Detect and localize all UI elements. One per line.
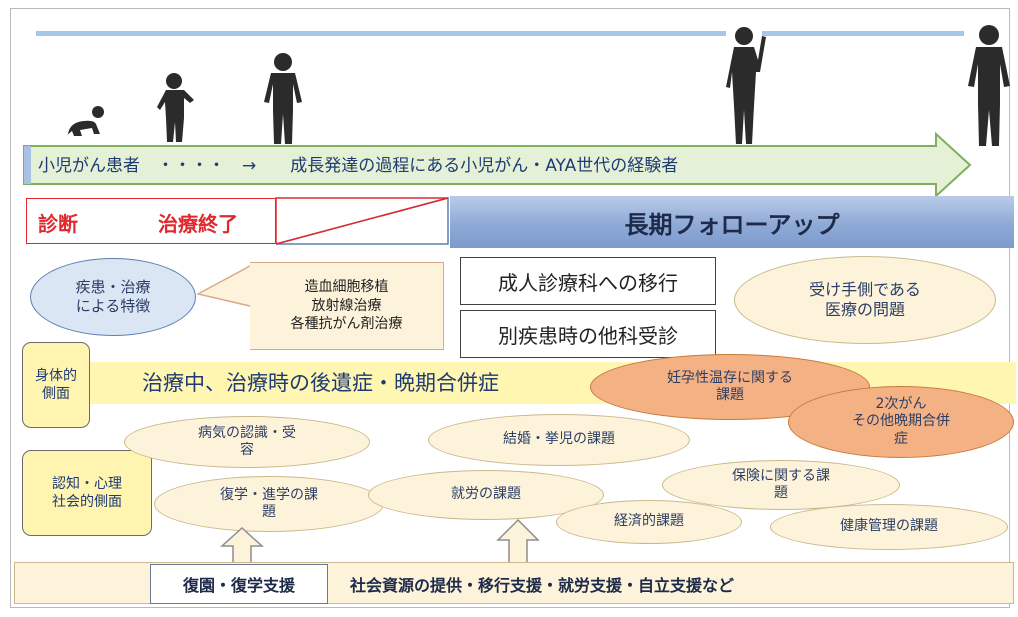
receiving-side-issue-ellipse: 受け手側である 医療の問題 (734, 256, 996, 344)
long-term-followup-label: 長期フォローアップ (624, 210, 840, 239)
long-term-followup-banner: 長期フォローアップ (450, 196, 1014, 248)
adult-care-transition-box: 成人診療科への移行 (460, 257, 716, 305)
treatments-callout-pointer (196, 264, 252, 307)
up-arrow-left (220, 526, 264, 565)
school-support-box: 復園・復学支援 (150, 564, 328, 604)
economic-ellipse: 経済的課題 (556, 500, 742, 544)
baby-silhouette-icon (66, 106, 104, 136)
timeline-line-right (762, 31, 964, 36)
phase-treatment-end-label: 治療終了 (158, 212, 238, 236)
timeline-arrow-text: 小児がん患者 ・・・・ → 成長発達の過程にある小児がん・AYA世代の経験者 (38, 156, 679, 176)
insurance-ellipse: 保険に関する課 題 (662, 460, 900, 510)
teen-silhouette-icon (726, 27, 766, 144)
toddler-silhouette-icon (157, 73, 194, 142)
marriage-childbearing-ellipse: 結婚・挙児の課題 (428, 414, 690, 466)
health-management-ellipse: 健康管理の課題 (770, 504, 1008, 550)
school-return-ellipse: 復学・進学の課 題 (154, 476, 384, 532)
phase-diagnosis-box (26, 198, 276, 244)
phase-diagnosis-label: 診断 (38, 212, 78, 236)
phase-transition-wedge (275, 197, 449, 245)
second-cancer-ellipse: 2次がん その他晩期合併 症 (788, 386, 1014, 458)
physical-side-label: 身体的 側面 (22, 342, 90, 428)
other-dept-visit-box: 別疾患時の他科受診 (460, 310, 716, 358)
child-silhouette-icon (264, 53, 302, 144)
social-resources-text: 社会資源の提供・移行支援・就労支援・自立支援など (350, 576, 735, 595)
up-arrow-right (496, 518, 540, 565)
timeline-arrow (23, 132, 972, 198)
treatments-callout: 造血細胞移植 放射線治療 各種抗がん剤治療 (250, 262, 444, 350)
illness-acceptance-ellipse: 病気の認識・受 容 (124, 416, 370, 468)
physical-band-text: 治療中、治療時の後遺症・晩期合併症 (142, 371, 499, 395)
adult-silhouette-icon (968, 25, 1010, 146)
cognitive-side-label: 認知・心理 社会的側面 (22, 450, 152, 536)
disease-features-bubble: 疾患・治療 による特徴 (30, 258, 196, 336)
timeline-line-left (36, 31, 726, 36)
